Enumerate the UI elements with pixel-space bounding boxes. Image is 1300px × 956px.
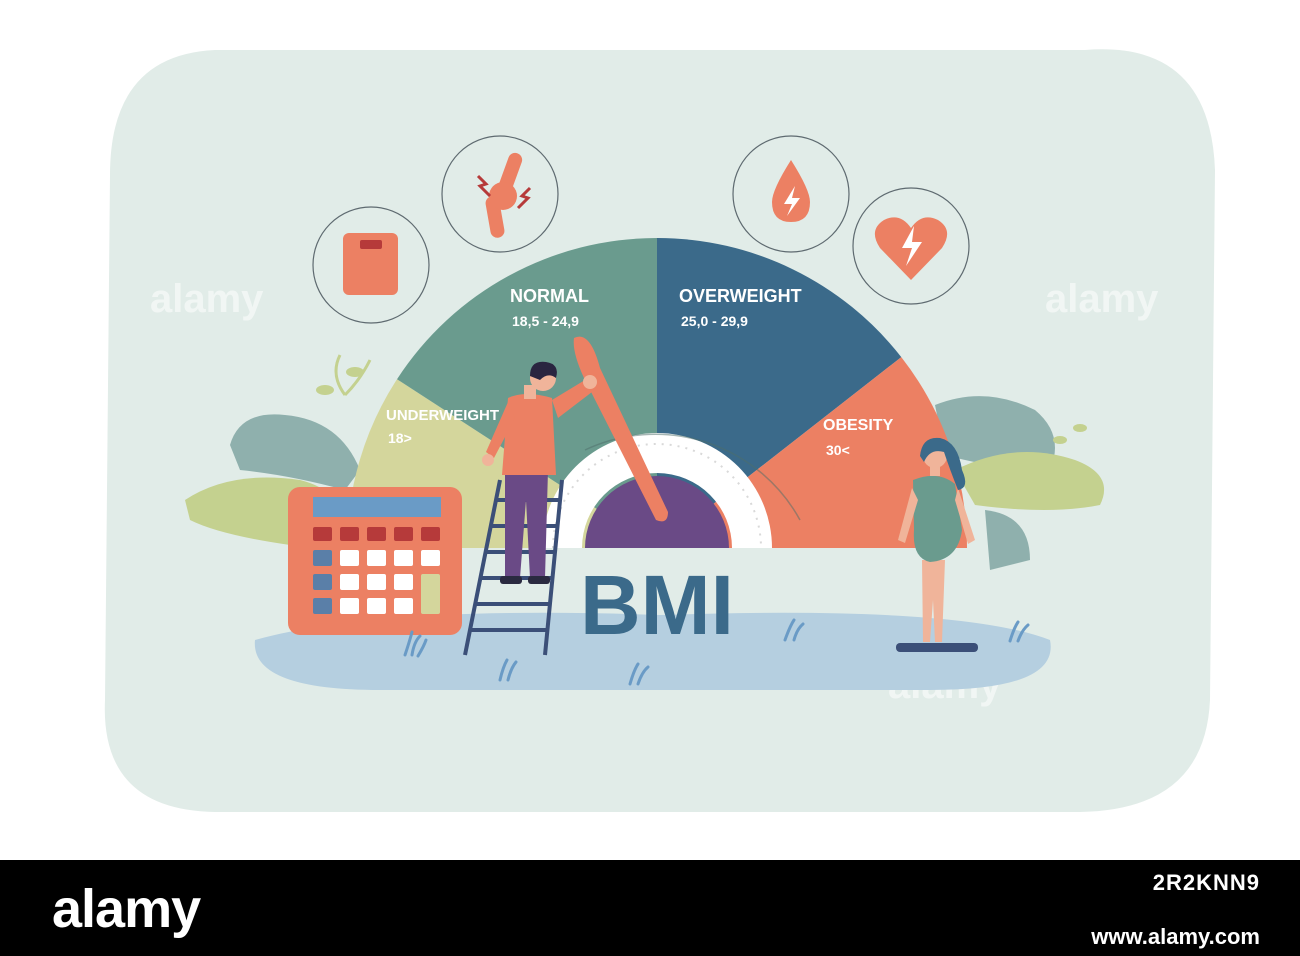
image-id: 2R2KNN9 bbox=[1152, 870, 1260, 895]
footer-bar: alamy 2R2KNN9 www.alamy.com bbox=[0, 860, 1300, 956]
footer-meta: 2R2KNN9 www.alamy.com bbox=[1091, 870, 1260, 950]
watermark-right: alamy bbox=[1045, 277, 1159, 321]
range-normal: 18,5 - 24,9 bbox=[512, 313, 579, 329]
joint-pain-icon bbox=[441, 135, 559, 253]
range-underweight: 18> bbox=[388, 430, 412, 446]
gauge-inner-tick-arc bbox=[552, 443, 762, 549]
bmi-illustration: alamy alamy alamy alamy UNDERWEIGHT 18> … bbox=[104, 49, 1216, 813]
label-obesity: OBESITY bbox=[823, 417, 894, 434]
heart-attack-icon bbox=[852, 187, 970, 305]
segment-labels: UNDERWEIGHT 18> NORMAL 18,5 - 24,9 OVERW… bbox=[386, 286, 894, 458]
range-overweight: 25,0 - 29,9 bbox=[681, 313, 748, 329]
calculator-icon bbox=[288, 487, 462, 635]
man-figure bbox=[482, 361, 597, 584]
label-normal: NORMAL bbox=[510, 286, 589, 306]
blood-drop-icon bbox=[732, 135, 850, 253]
footer-url: www.alamy.com bbox=[1091, 924, 1260, 949]
woman-figure bbox=[896, 437, 978, 652]
scale-icon bbox=[312, 206, 430, 324]
label-underweight: UNDERWEIGHT bbox=[386, 407, 499, 424]
bmi-title: BMI bbox=[580, 558, 734, 652]
grass-tufts bbox=[403, 618, 1030, 686]
watermark-left: alamy bbox=[150, 277, 264, 321]
label-overweight: OVERWEIGHT bbox=[679, 286, 802, 306]
range-obesity: 30< bbox=[826, 442, 850, 458]
footer-logo: alamy bbox=[52, 879, 201, 939]
gauge-needle bbox=[573, 336, 668, 522]
